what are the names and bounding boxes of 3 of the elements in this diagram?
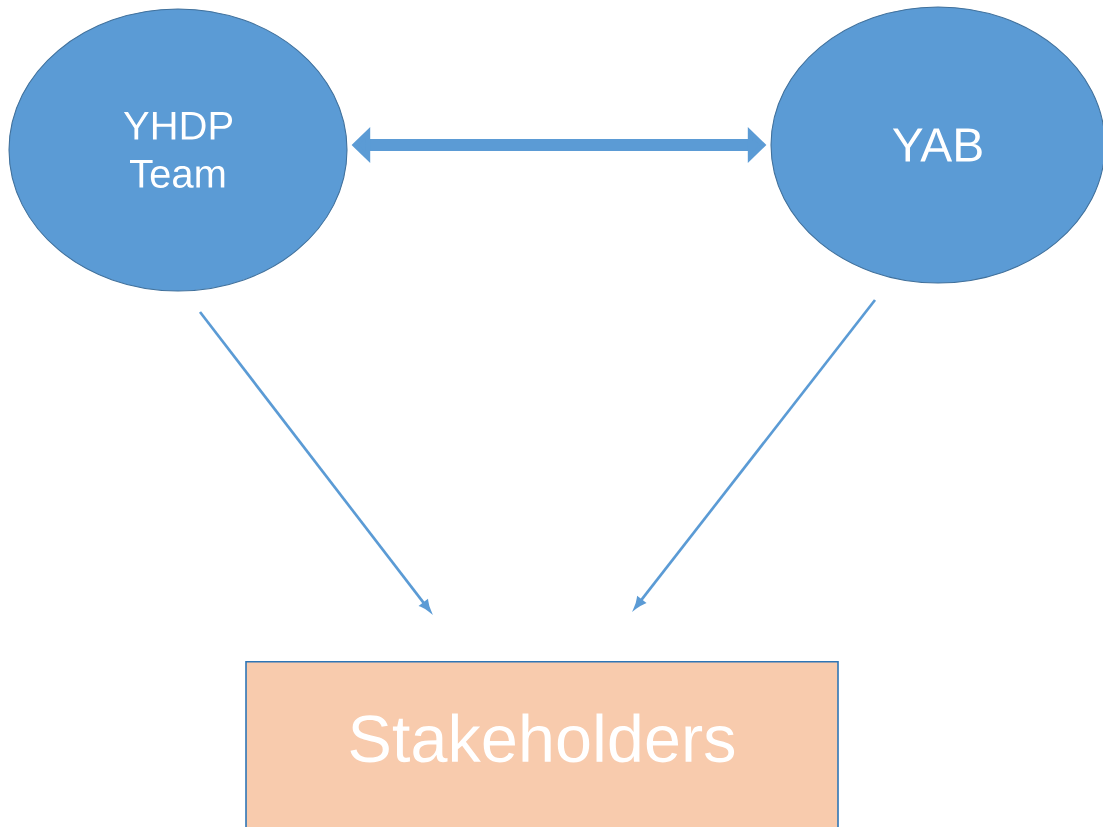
- stakeholder-box: Stakeholders: [245, 661, 839, 827]
- ellipse-node: YHDP Team: [8, 8, 348, 292]
- ellipse-node: YAB: [770, 6, 1103, 284]
